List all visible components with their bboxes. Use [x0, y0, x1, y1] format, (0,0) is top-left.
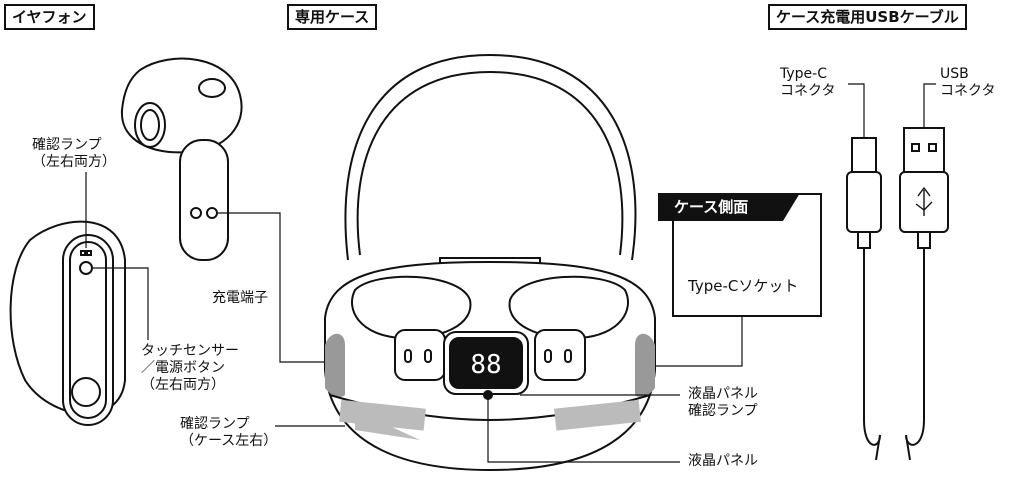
case-lamp-label: 確認ランプ （ケース左右）	[180, 416, 278, 449]
earbud-lamp-label: 確認ランプ （左右両方）	[32, 137, 116, 170]
touch-sensor-label: タッチセンサー ／電源ボタン （左右両方）	[141, 343, 239, 393]
typec-connector-label: Type-C コネクタ	[780, 66, 836, 99]
earphone-section-title: イヤフォン	[4, 4, 95, 30]
lcd-lamp-label: 液晶パネル 確認ランプ	[688, 386, 758, 419]
case-section-title: 専用ケース	[287, 4, 378, 30]
lcd-panel-label: 液晶パネル	[688, 453, 758, 469]
usb-cable-illustration	[846, 127, 949, 461]
case-side-title: ケース側面	[658, 193, 800, 221]
charge-terminal-label: 充電端子	[212, 290, 268, 306]
lcd-display-digits: 88	[470, 350, 501, 380]
typec-socket-label: Type-Cソケット	[688, 277, 799, 295]
case-callout-lines	[275, 313, 743, 463]
charging-case-illustration	[324, 53, 656, 472]
usb-connector-label: USB コネクタ	[940, 66, 996, 99]
cable-callout-lines	[848, 83, 936, 138]
earbud-bottom-illustration	[9, 220, 126, 426]
cable-section-title: ケース充電用USBケーブル	[768, 4, 967, 30]
earbud-top-illustration	[120, 57, 243, 261]
